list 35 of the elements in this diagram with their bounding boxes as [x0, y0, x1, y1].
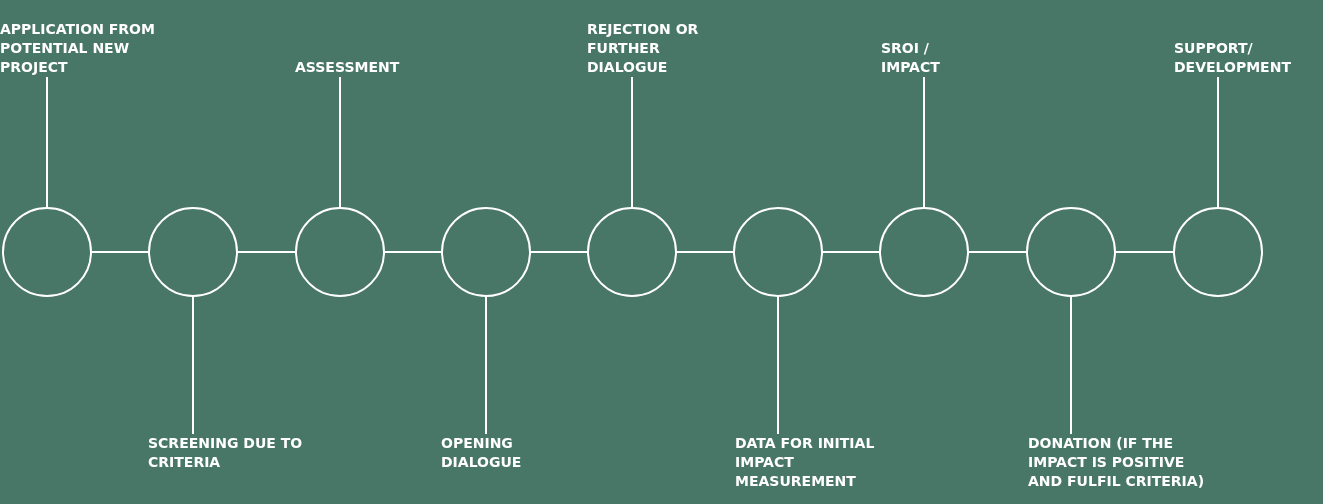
step-circle [295, 207, 385, 297]
connector-line [91, 251, 149, 253]
step-label: SROI / IMPACT [881, 39, 971, 77]
leader-line [631, 76, 633, 208]
step-circle [1173, 207, 1263, 297]
leader-line [1217, 76, 1219, 208]
leader-line [339, 76, 341, 208]
step-circle [733, 207, 823, 297]
step-circle [148, 207, 238, 297]
step-circle [879, 207, 969, 297]
leader-line [923, 76, 925, 208]
leader-line [1070, 296, 1072, 435]
step-label: DONATION (IF THE IMPACT IS POSITIVE AND FULFIL CRITERIA) [1028, 434, 1218, 491]
leader-line [46, 76, 48, 208]
leader-line [192, 296, 194, 435]
step-circle [441, 207, 531, 297]
step-circle [1026, 207, 1116, 297]
step-label: OPENING DIALOGUE [441, 434, 561, 472]
connector-line [237, 251, 296, 253]
step-label: REJECTION OR FURTHER DIALOGUE [587, 20, 727, 77]
leader-line [777, 296, 779, 435]
step-label: APPLICATION FROM POTENTIAL NEW PROJECT [0, 20, 190, 77]
connector-line [968, 251, 1027, 253]
connector-line [530, 251, 588, 253]
step-label: SUPPORT/ DEVELOPMENT [1174, 39, 1323, 77]
step-label: ASSESSMENT [295, 58, 435, 77]
step-label: DATA FOR INITIAL IMPACT MEASUREMENT [735, 434, 885, 491]
leader-line [485, 296, 487, 435]
step-circle [2, 207, 92, 297]
connector-line [822, 251, 880, 253]
connector-line [1115, 251, 1174, 253]
connector-line [676, 251, 734, 253]
step-label: SCREENING DUE TO CRITERIA [148, 434, 308, 472]
step-circle [587, 207, 677, 297]
connector-line [384, 251, 442, 253]
